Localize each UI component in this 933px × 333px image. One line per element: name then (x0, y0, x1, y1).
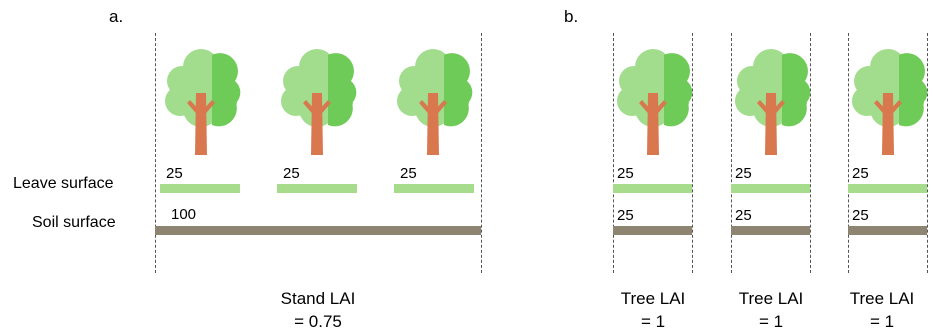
panel-a-right-boundary (481, 33, 482, 273)
tree-icon (160, 45, 242, 155)
panel-b-boundary (927, 33, 928, 273)
panel-b-boundary (810, 33, 811, 273)
tree-icon (392, 45, 474, 155)
tree-leaf-value: 25 (852, 165, 869, 182)
tree-soil-value: 25 (852, 207, 869, 224)
tree-lai-caption-line1: Tree LAI (849, 289, 915, 308)
tree-leaf-value: 25 (617, 165, 634, 182)
stand-lai-caption-line1: Stand LAI (280, 289, 356, 308)
panel-a-label: a. (109, 7, 124, 26)
tree-soil-bar (731, 226, 810, 235)
tree-lai-caption: Tree LAI = 1 (603, 287, 703, 333)
tree-soil-value: 25 (735, 207, 752, 224)
tree-icon (847, 45, 929, 155)
tree-lai-caption: Tree LAI = 1 (721, 287, 821, 333)
leaf-surface-bar (394, 184, 474, 193)
panel-b-boundary (692, 33, 693, 273)
panel-a-left-boundary (155, 33, 156, 273)
leaf-area-value: 25 (283, 165, 300, 182)
tree-icon (276, 45, 358, 155)
tree-icon (612, 45, 694, 155)
panel-b-boundary (613, 33, 614, 273)
stand-lai-caption-line2: = 0.75 (294, 312, 342, 331)
tree-leaf-bar (613, 184, 692, 193)
leaf-surface-bar (160, 184, 240, 193)
panel-b-label: b. (564, 7, 579, 26)
tree-lai-caption: Tree LAI = 1 (832, 287, 932, 333)
tree-soil-bar (848, 226, 927, 235)
tree-leaf-bar (731, 184, 810, 193)
tree-lai-caption-line1: Tree LAI (620, 289, 686, 308)
tree-lai-caption-line2: = 1 (869, 312, 895, 331)
soil-surface-bar (155, 226, 481, 235)
panel-b-boundary (731, 33, 732, 273)
tree-soil-value: 25 (617, 207, 634, 224)
leave-surface-label: Leave surface (13, 175, 114, 192)
tree-leaf-bar (848, 184, 927, 193)
leaf-area-value: 25 (400, 165, 417, 182)
panel-b-boundary (848, 33, 849, 273)
tree-icon (730, 45, 812, 155)
soil-area-value: 100 (171, 206, 197, 223)
leaf-area-value: 25 (166, 165, 183, 182)
tree-lai-caption-line2: = 1 (640, 312, 666, 331)
tree-lai-caption-line2: = 1 (758, 312, 784, 331)
stand-lai-caption: Stand LAI = 0.75 (258, 287, 378, 333)
soil-surface-label: Soil surface (32, 214, 116, 231)
tree-lai-caption-line1: Tree LAI (738, 289, 804, 308)
tree-soil-bar (613, 226, 692, 235)
leaf-surface-bar (277, 184, 357, 193)
tree-leaf-value: 25 (735, 165, 752, 182)
